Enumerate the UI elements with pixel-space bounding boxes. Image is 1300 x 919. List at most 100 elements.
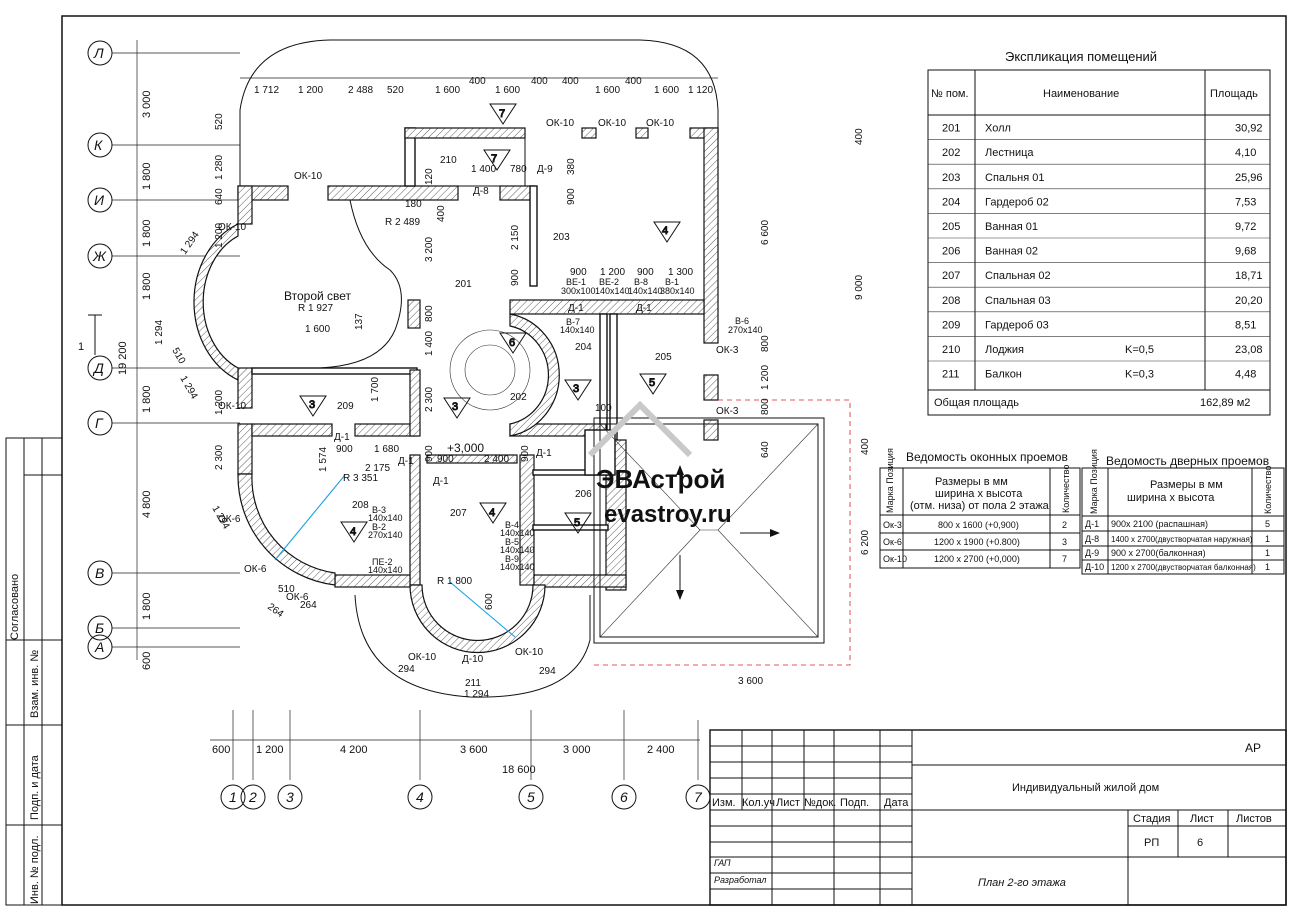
room-area: 25,96: [1235, 172, 1263, 184]
svg-text:Стадия: Стадия: [1133, 813, 1171, 825]
svg-text:Лист: Лист: [1190, 813, 1214, 825]
svg-text:180: 180: [405, 199, 422, 210]
room-area: 8,51: [1235, 319, 1256, 331]
svg-text:1 700: 1 700: [370, 377, 381, 402]
room-208: 208: [352, 500, 369, 511]
svg-text:140х140: 140х140: [368, 513, 403, 523]
svg-text:Д-1: Д-1: [433, 476, 449, 487]
svg-text:780: 780: [510, 164, 527, 175]
svg-text:3: 3: [573, 383, 579, 395]
svg-text:ОК-10: ОК-10: [218, 222, 246, 233]
svg-text:9 000: 9 000: [854, 275, 865, 300]
svg-text:900: 900: [566, 188, 577, 205]
svg-text:3 600: 3 600: [738, 676, 763, 687]
axis-numbers: 1 2 3 4 5 6 7: [220, 784, 711, 810]
svg-text:К: К: [94, 137, 103, 153]
svg-text:400: 400: [562, 76, 579, 87]
svg-text:1 294: 1 294: [464, 689, 489, 700]
svg-text:380: 380: [566, 158, 577, 175]
loggia-outline: [239, 39, 719, 190]
svg-text:1 680: 1 680: [374, 444, 399, 455]
svg-text:Количество: Количество: [1061, 465, 1071, 513]
room-209: 209: [337, 401, 354, 412]
svg-text:3 000: 3 000: [563, 744, 591, 756]
svg-text:900: 900: [510, 269, 521, 286]
svg-text:ВЕ-2: ВЕ-2: [599, 277, 619, 287]
room-name: Лестница: [985, 147, 1034, 159]
svg-text:И: И: [94, 192, 105, 208]
svg-text:Д-8: Д-8: [1085, 534, 1099, 544]
svg-text:4 800: 4 800: [141, 490, 153, 518]
radius-1800: R 1 800: [437, 576, 472, 587]
svg-text:Д-9: Д-9: [537, 164, 553, 175]
svg-text:ОК-3: ОК-3: [716, 406, 739, 417]
room-206: 206: [575, 489, 592, 500]
svg-text:А: А: [94, 639, 104, 655]
svg-text:6: 6: [509, 337, 515, 349]
svg-text:Дата: Дата: [884, 797, 909, 809]
svg-text:19 200: 19 200: [117, 341, 129, 375]
svg-text:Д-1: Д-1: [568, 303, 584, 314]
svg-text:3 000: 3 000: [141, 90, 153, 118]
svg-text:Д-8: Д-8: [473, 186, 489, 197]
svg-text:6: 6: [1197, 837, 1203, 849]
svg-text:120: 120: [424, 168, 435, 185]
svg-text:В-1: В-1: [665, 277, 679, 287]
svg-text:Общая площадь: Общая площадь: [934, 397, 1019, 409]
svg-text:2: 2: [248, 789, 257, 805]
svg-text:ПЕ-2: ПЕ-2: [372, 557, 392, 567]
room-number: 205: [942, 221, 960, 233]
room-area: 4,48: [1235, 369, 1256, 381]
svg-text:В-8: В-8: [634, 277, 648, 287]
svg-text:3: 3: [1062, 537, 1067, 547]
room-area: 18,71: [1235, 270, 1263, 282]
svg-text:4: 4: [662, 225, 668, 237]
svg-text:1 200: 1 200: [214, 390, 225, 415]
room-name: Ванная 01: [985, 221, 1038, 233]
svg-text:400: 400: [854, 128, 865, 145]
svg-text:140х140: 140х140: [595, 286, 630, 296]
svg-text:162,89 м2: 162,89 м2: [1200, 397, 1250, 409]
svg-text:800: 800: [760, 398, 771, 415]
svg-text:ГАП: ГАП: [714, 858, 731, 868]
svg-text:Ж: Ж: [92, 248, 107, 264]
svg-text:5: 5: [1265, 519, 1270, 529]
svg-text:Д-1: Д-1: [334, 432, 350, 443]
svg-text:5: 5: [527, 789, 535, 805]
svg-text:3: 3: [452, 401, 458, 413]
svg-text:ОК-10: ОК-10: [218, 401, 246, 412]
svg-text:ВЕ-1: ВЕ-1: [566, 277, 586, 287]
svg-text:5: 5: [574, 517, 580, 529]
svg-text:В-7: В-7: [566, 317, 580, 327]
svg-text:900 х 2700(балконная): 900 х 2700(балконная): [1111, 548, 1206, 558]
svg-text:Д-1: Д-1: [536, 448, 552, 459]
svg-text:3 200: 3 200: [424, 237, 435, 262]
interior-dims: 1 400 780 180 900 1 200 900 1 300 1 600 …: [154, 113, 771, 700]
right-dims: 400 9 000 6 600 400 6 200 3 600: [738, 128, 871, 687]
room-number: 204: [942, 196, 960, 208]
room-name: Холл: [985, 123, 1011, 135]
svg-text:Д-10: Д-10: [1085, 562, 1104, 572]
svg-text:Л: Л: [93, 45, 104, 61]
svg-text:140х140: 140х140: [500, 545, 535, 555]
svg-text:1 294: 1 294: [178, 230, 202, 257]
svg-text:2 175: 2 175: [365, 463, 390, 474]
svg-text:Д-1: Д-1: [398, 456, 414, 467]
room-201: 201: [455, 279, 472, 290]
svg-text:Ок-3: Ок-3: [883, 520, 902, 530]
svg-text:7: 7: [491, 153, 497, 165]
svg-text:520: 520: [214, 113, 225, 130]
stamp-project: Индивидуальный жилой дом: [1012, 782, 1159, 794]
room-number: 210: [942, 344, 960, 356]
svg-text:510: 510: [169, 346, 187, 366]
room-area: 23,08: [1235, 344, 1263, 356]
svg-text:Марка Позиция: Марка Позиция: [1089, 449, 1099, 514]
svg-text:ОК-10: ОК-10: [294, 171, 322, 182]
room-name: Спальня 01: [985, 172, 1045, 184]
svg-text:1 574: 1 574: [318, 447, 329, 472]
svg-text:1 280: 1 280: [214, 155, 225, 180]
room-coefficient: K=0,3: [1125, 369, 1154, 381]
side-stamp-sign-date: Подп. и дата: [29, 754, 41, 820]
svg-text:1 800: 1 800: [141, 592, 153, 620]
room-number: 206: [942, 246, 960, 258]
